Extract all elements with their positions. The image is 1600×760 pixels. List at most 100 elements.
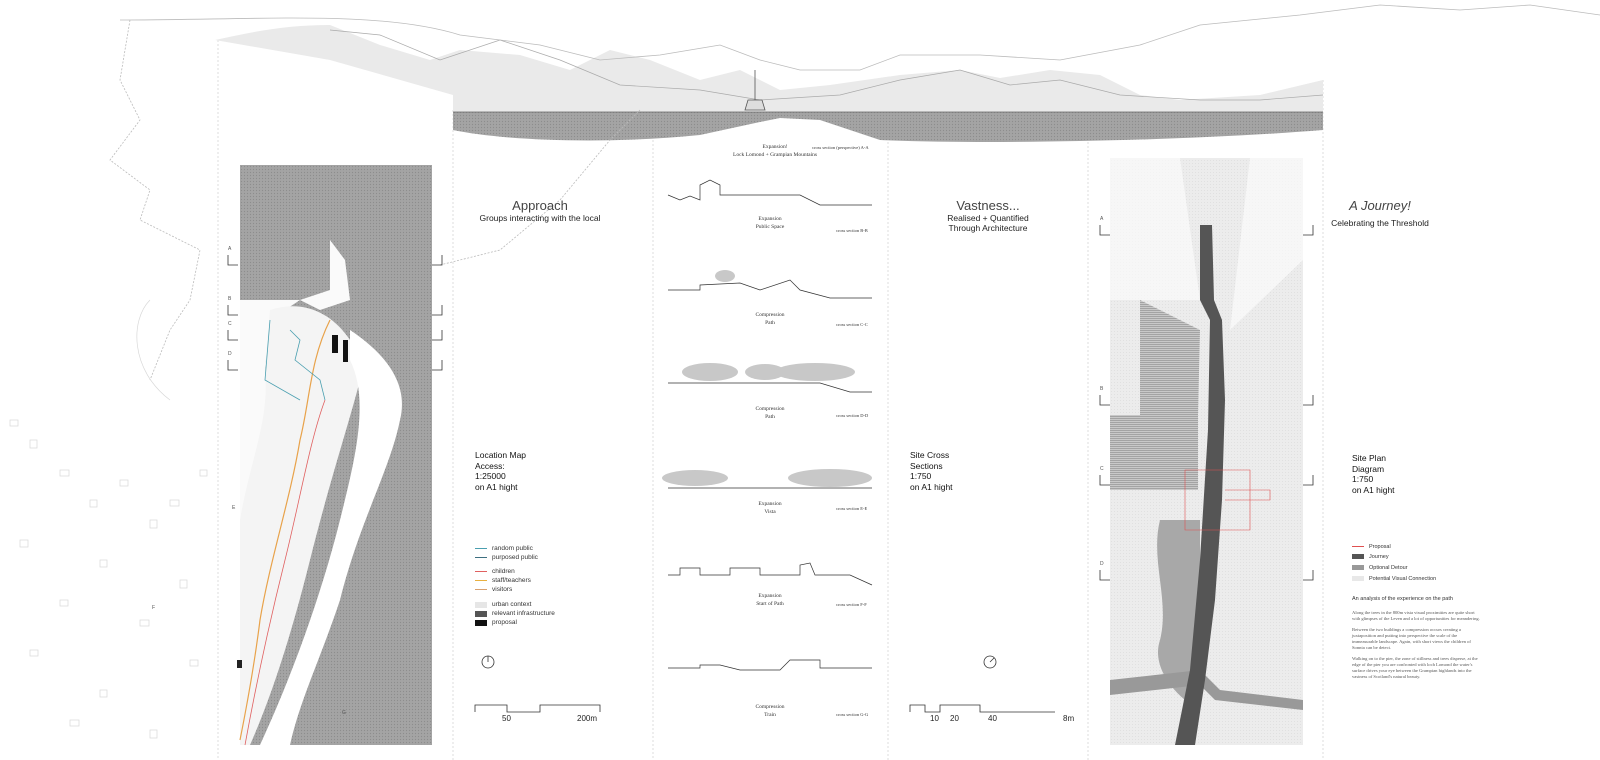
location-map-info: Location Map Access: 1:25000 on A1 hight [475, 450, 526, 492]
section-letter: D [1100, 561, 1104, 567]
legend-label: staff/teachers [492, 577, 531, 584]
legend-item: children [475, 567, 555, 576]
top-section-title-line2: Lock Lomond + Grampian Mountains [732, 152, 818, 158]
site-plan-info: Site Plan Diagram 1:750 on A1 hight [1352, 453, 1395, 495]
section-letter: D [228, 351, 232, 357]
info-line: on A1 hight [475, 481, 518, 492]
legend-label: random public [492, 545, 533, 552]
legend-label: children [492, 568, 515, 575]
scale-label: 10 [930, 714, 939, 723]
top-section-title: Expansion! Lock Lomond + Grampian Mounta… [700, 143, 850, 159]
legend-label: relevant infrastructure [492, 610, 555, 617]
section-letter: G [342, 710, 346, 716]
section-label: cross section C-C [836, 322, 868, 327]
info-line: Site Cross [910, 450, 950, 460]
info-line: 1:750 [910, 471, 932, 481]
column-dividers [217, 0, 1324, 760]
subtitle-line: Through Architecture [948, 223, 1028, 233]
legend-item: urban context [475, 600, 555, 609]
analysis-paragraph: Along the trees in the 800m vista visual… [1352, 610, 1480, 621]
site-sections-info: Site Cross Sections 1:750 on A1 hight [910, 450, 953, 492]
caption-line: Path [765, 320, 775, 326]
section-label: cross section D-D [836, 413, 869, 418]
section-label: cross section B-B [836, 228, 868, 233]
caption-line: Compression [755, 406, 785, 412]
legend-label: proposal [492, 619, 517, 626]
scale-label: 40 [988, 714, 997, 723]
journey-subtitle: Celebrating the Threshold [1331, 218, 1429, 228]
urban-context [9, 299, 208, 739]
scale-label: 20 [950, 714, 959, 723]
analysis-title: An analysis of the experience on the pat… [1352, 596, 1453, 602]
scale-label: 200m [577, 714, 598, 723]
legend-label: Optional Detour [1369, 564, 1408, 571]
analysis-paragraph: Walking on to the pier, the zone of stil… [1352, 656, 1478, 679]
caption-line: Public Space [755, 224, 785, 230]
legend-item: Potential Visual Connection [1352, 573, 1436, 584]
caption-line: Vista [764, 509, 776, 515]
analysis-text: Along the trees in the 800m vista visual… [1352, 610, 1482, 685]
caption-line: Compression [755, 704, 785, 710]
location-map [237, 165, 432, 746]
section-letter: A [228, 246, 232, 252]
scale-label: 8m [1063, 714, 1075, 723]
legend-label: visitors [492, 586, 513, 593]
mountain-silhouette [0, 0, 1600, 142]
section-letter: A [1100, 216, 1104, 222]
section-letter: C [228, 321, 232, 327]
legend-item: proposal [475, 618, 555, 627]
approach-subtitle: Groups interacting with the local [479, 213, 601, 223]
caption-line: Expansion [758, 593, 782, 599]
info-line: on A1 hight [1352, 484, 1395, 495]
legend-item: relevant infrastructure [475, 609, 555, 618]
journey-legend: Proposal Journey Optional Detour Potenti… [1352, 542, 1436, 584]
top-section-title-line1: Expansion! [762, 144, 788, 150]
caption-line: Compression [755, 312, 785, 318]
legend-item: visitors [475, 585, 555, 594]
section-letter: F [152, 605, 156, 611]
section-label: cross section G-G [836, 712, 869, 717]
journey-title: A Journey! [1349, 198, 1411, 213]
approach-title: Approach [512, 198, 568, 213]
legend-item: random public [475, 544, 555, 553]
info-line: on A1 hight [910, 481, 953, 492]
site-plan [1110, 158, 1303, 745]
section-label: cross section E-E [836, 506, 868, 511]
section-letter: B [1100, 386, 1104, 392]
legend-item: staff/teachers [475, 576, 555, 585]
scale-label: 50 [502, 714, 511, 723]
caption-line: Expansion [758, 216, 782, 222]
legend-item: Optional Detour [1352, 562, 1436, 573]
info-line: Location Map [475, 450, 527, 460]
info-line: Diagram [1352, 463, 1385, 474]
legend-label: Journey [1369, 553, 1389, 560]
caption-line: Expansion [758, 501, 782, 507]
caption-line: Path [765, 414, 775, 420]
analysis-paragraph: Between the two buildings a compression … [1352, 627, 1471, 650]
section-letter: E [232, 505, 236, 511]
subtitle-line: Realised + Quantified [947, 213, 1029, 223]
info-line: Site Plan [1352, 453, 1387, 463]
vastness-title: Vastness... [956, 198, 1020, 213]
legend-label: urban context [492, 601, 532, 608]
caption-line: Start of Path [756, 601, 784, 607]
section-letter: C [1100, 466, 1104, 472]
section-label: cross section F-F [836, 602, 867, 607]
cross-section-drawings [667, 179, 873, 671]
info-line: 1:25000 [475, 471, 506, 481]
info-line: Access: [475, 460, 505, 471]
legend-label: Potential Visual Connection [1369, 575, 1437, 582]
caption-line: Train [764, 712, 776, 718]
legend-item: purposed public [475, 553, 555, 562]
vastness-subtitle: Realised + Quantified Through Architectu… [908, 213, 1068, 233]
section-letter: B [228, 296, 232, 302]
info-line: 1:750 [1352, 474, 1374, 484]
legend-item: Proposal [1352, 542, 1436, 551]
